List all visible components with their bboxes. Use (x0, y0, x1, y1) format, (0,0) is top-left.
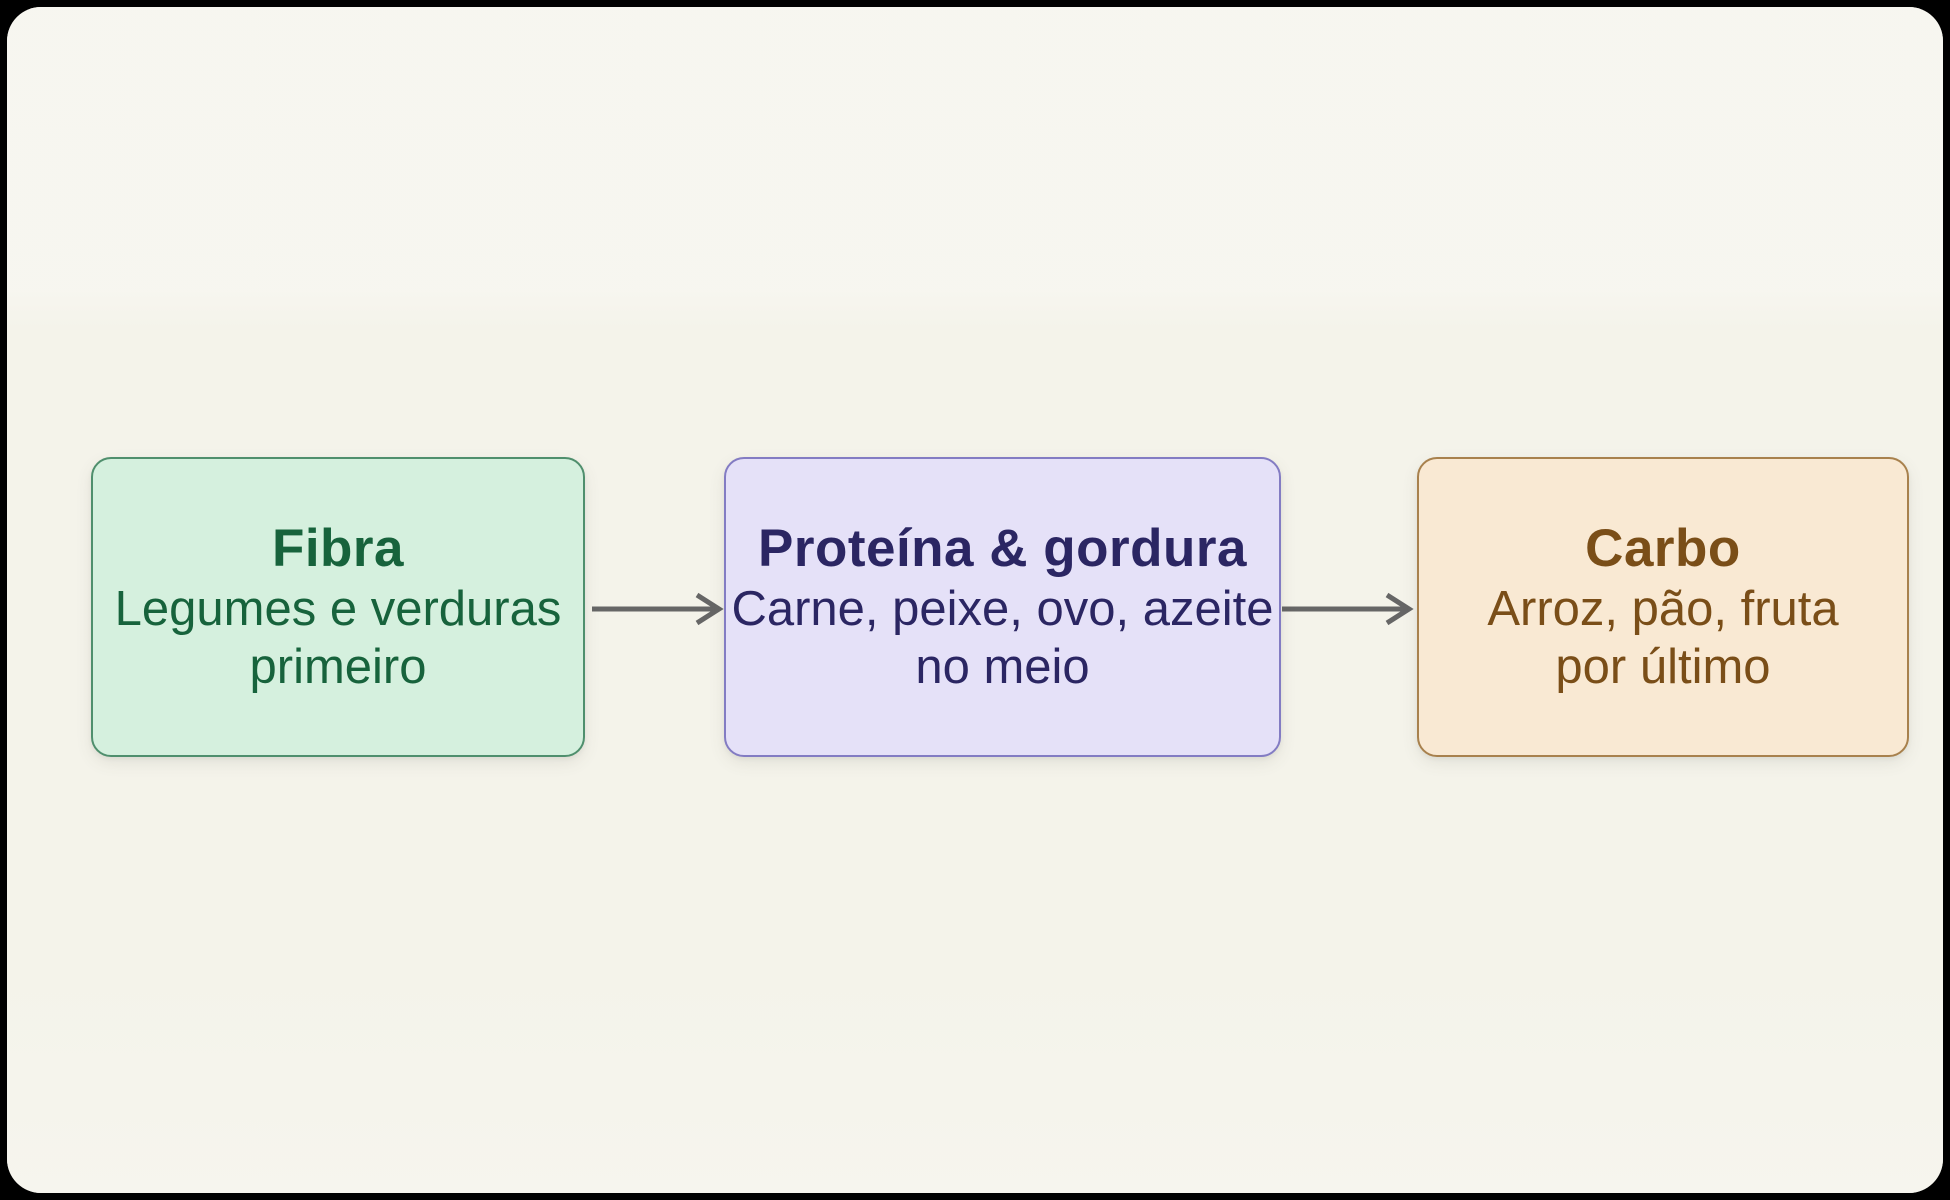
arrow-right-icon (1282, 592, 1414, 626)
node-proteina-gordura-title: Proteína & gordura (757, 519, 1247, 578)
node-carbo: Carbo Arroz, pão, fruta por último (1417, 457, 1909, 757)
node-fibra: Fibra Legumes e verduras primeiro (91, 457, 585, 757)
arrow-right-icon (592, 592, 724, 626)
diagram-canvas: Fibra Legumes e verduras primeiro Proteí… (7, 7, 1943, 1193)
node-proteina-gordura: Proteína & gordura Carne, peixe, ovo, az… (724, 457, 1281, 757)
node-fibra-description-line-2: primeiro (249, 640, 427, 694)
node-carbo-description-line-2: por último (1555, 640, 1771, 694)
node-fibra-title: Fibra (271, 519, 405, 578)
node-proteina-gordura-description-line-2: no meio (915, 640, 1090, 694)
node-proteina-gordura-description-line-1: Carne, peixe, ovo, azeite (731, 582, 1274, 636)
node-carbo-title: Carbo (1585, 519, 1741, 578)
node-carbo-description-line-1: Arroz, pão, fruta (1487, 582, 1839, 636)
node-fibra-description-line-1: Legumes e verduras (114, 582, 562, 636)
